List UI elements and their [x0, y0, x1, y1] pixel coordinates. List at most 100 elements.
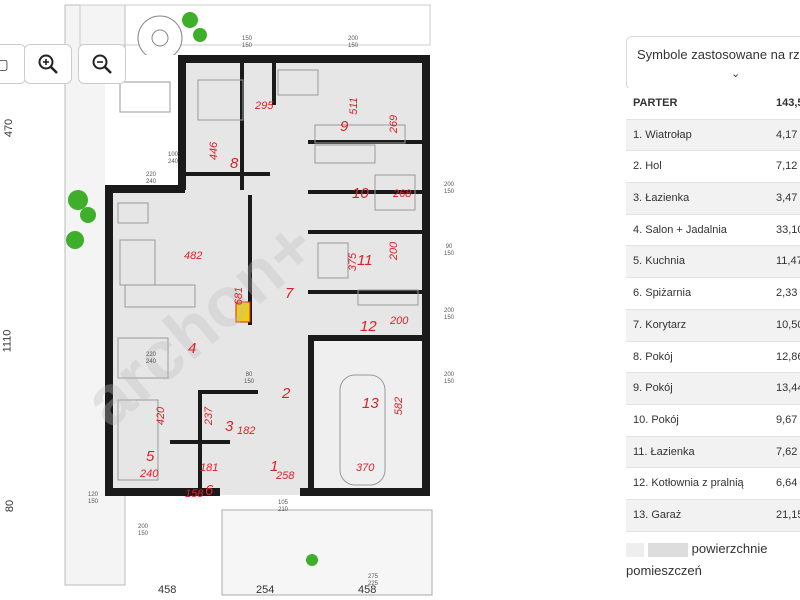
room-number[interactable]: 4 — [188, 340, 197, 357]
dim-bottom-right: 458 — [358, 584, 377, 596]
spiral-stair — [137, 15, 183, 61]
room-number[interactable]: 12 — [360, 318, 377, 335]
room-number[interactable]: 11 — [357, 252, 373, 269]
room-number[interactable]: 7 — [285, 285, 294, 302]
table-row: 2. Hol 7,12 — [626, 151, 800, 184]
room-number[interactable]: 13 — [362, 395, 379, 412]
table-row: 11. Łazienka 7,62 — [626, 436, 800, 469]
room-number[interactable]: 5 — [146, 448, 155, 465]
dim-left-bottom: 80 — [4, 499, 17, 513]
dropdown-label: Symbole zastosowane na rzu — [637, 47, 800, 62]
room-number[interactable]: 6 — [205, 482, 214, 499]
dimension-label: 370 — [356, 462, 375, 474]
room-number[interactable]: 1 — [270, 458, 279, 475]
room-area: 10,50 — [776, 318, 800, 331]
entrance-terrace — [221, 509, 433, 596]
legend-text-2: pomieszczeń — [626, 563, 702, 578]
table-row: 10. Pokój 9,67 — [626, 405, 800, 437]
room-area: 4,17 — [776, 128, 798, 141]
floor-plan: archon+ — [64, 4, 433, 596]
room-dimension: 681 — [233, 286, 246, 306]
header-value: 143,5 — [776, 97, 800, 109]
room-dimension: 295 — [255, 100, 274, 112]
legend-text-1: powierzchnie — [691, 541, 768, 556]
room-name: 12. Kotłownia z pralnią — [633, 477, 744, 490]
room-dimension: 182 — [237, 425, 256, 437]
room-name: 3. Łazienka — [633, 192, 690, 205]
table-row: 12. Kotłownia z pralnią 6,64 — [626, 468, 800, 500]
room-name: 10. Pokój — [633, 413, 679, 426]
table-row: 6. Spiżarnia 2,33 — [626, 278, 800, 310]
room-area: 6,64 — [776, 477, 798, 490]
room-name: 6. Spiżarnia — [633, 287, 692, 300]
room-number[interactable]: 8 — [230, 155, 239, 172]
room-area: 2,33 — [776, 287, 798, 300]
dim-bottom-left: 458 — [158, 584, 177, 596]
table-row: 5. Kuchnia 11,47 — [626, 246, 800, 279]
dimension-label: 200 — [388, 241, 401, 261]
room-dimension: 258 — [276, 470, 295, 482]
room-name: 9. Pokój — [633, 382, 673, 395]
zoom-fit-button[interactable]: ▢ — [0, 44, 26, 84]
room-name: 7. Korytarz — [633, 318, 687, 331]
room-name: 13. Garaż — [633, 508, 682, 521]
room-number[interactable]: 10 — [352, 185, 369, 202]
room-number[interactable]: 2 — [282, 385, 291, 402]
dimension-label: 237 — [203, 406, 216, 426]
room-dimension: 582 — [393, 396, 406, 416]
dimension-label: 181 — [200, 462, 219, 474]
zoom-in-icon — [38, 54, 58, 74]
room-area: 12,86 — [776, 350, 800, 363]
terrace-top — [79, 4, 431, 46]
dim-bottom-mid: 254 — [256, 584, 275, 596]
room-area: 11,47 — [776, 255, 800, 268]
table-row: 7. Korytarz 10,50 — [626, 309, 800, 342]
garage-floor — [310, 340, 430, 495]
room-dimension: 200 — [390, 315, 409, 327]
dimension-label: 482 — [184, 250, 203, 262]
dim-left-top: 470 — [3, 118, 16, 138]
zoom-out-icon — [92, 54, 112, 74]
legend: powierzchnie pomieszczeń — [626, 538, 800, 582]
room-dimension: 268 — [393, 188, 412, 200]
room-area: 13,44 — [776, 382, 800, 395]
dimension-label: 269 — [388, 114, 401, 134]
room-name: 11. Łazienka — [633, 445, 695, 458]
room-area: 7,12 — [776, 160, 798, 173]
symbols-dropdown[interactable]: Symbole zastosowane na rzu ⌄ — [626, 36, 800, 90]
room-area: 33,10 — [776, 223, 800, 236]
room-number[interactable]: 3 — [225, 418, 234, 435]
chevron-down-icon: ⌄ — [731, 68, 741, 80]
room-number[interactable]: 9 — [340, 118, 349, 135]
room-name: 2. Hol — [633, 160, 662, 173]
zoom-out-button[interactable] — [78, 44, 126, 84]
dimension-label: 420 — [155, 406, 168, 426]
legend-swatch — [626, 542, 644, 557]
room-area: 7,62 — [776, 445, 798, 458]
legend-swatch-2 — [647, 542, 688, 557]
dim-left-mid: 1110 — [1, 329, 14, 353]
room-dimension: 375 — [347, 252, 360, 272]
room-dimension: 158 — [185, 488, 204, 500]
room-dimension: 240 — [140, 468, 159, 480]
zoom-in-button[interactable] — [24, 44, 72, 84]
room-name: 5. Kuchnia — [633, 255, 685, 268]
room-area: 9,67 — [776, 413, 798, 426]
